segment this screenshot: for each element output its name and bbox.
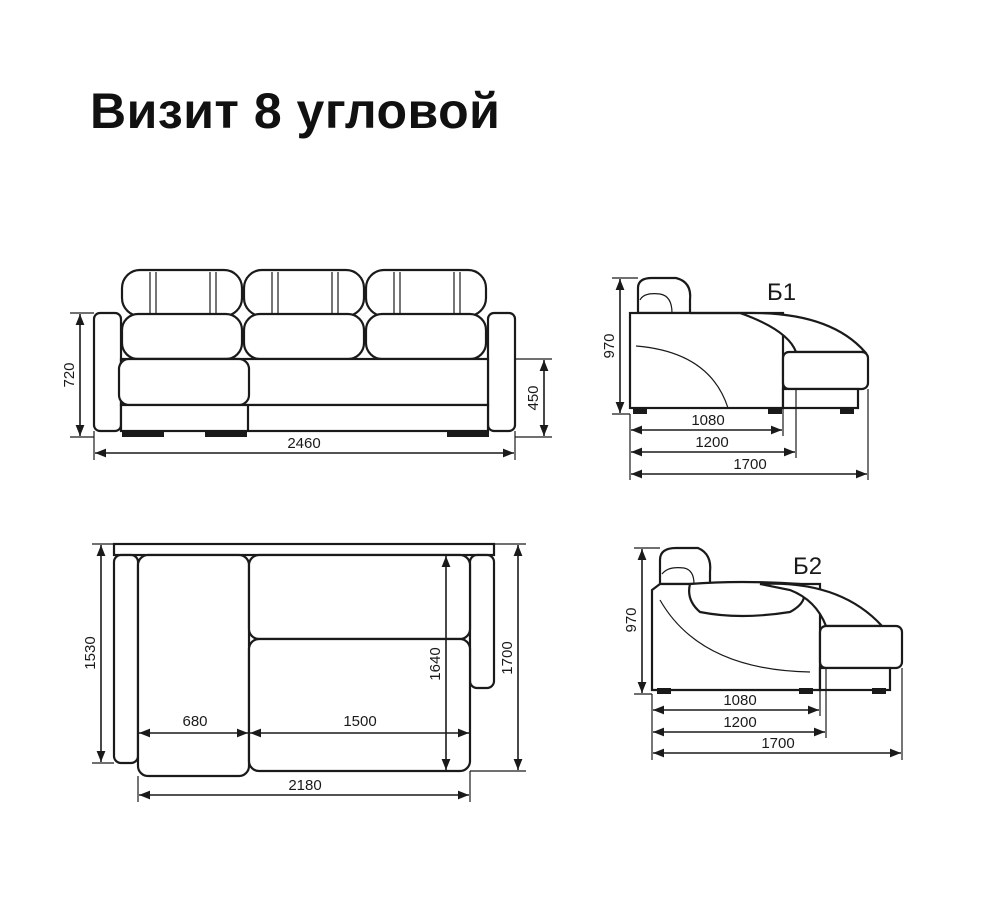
back-cushion-top (364, 268, 488, 318)
back-cushion-top (242, 268, 366, 318)
dim-right-depth: 1700 (499, 641, 516, 674)
seat-cushion-left (117, 357, 251, 407)
back-cushion-top (120, 268, 244, 318)
front-view: 720 450 2460 (61, 268, 552, 460)
side-view-b1: Б1 970 1080 1200 1700 (601, 276, 870, 480)
armrest-right (486, 311, 517, 433)
pullout-base (818, 666, 892, 692)
top-view: 1530 1640 1700 680 1500 2180 (82, 542, 526, 802)
dim-left-depth: 1530 (82, 636, 99, 669)
backrest-top (112, 542, 496, 557)
chaise-top (136, 553, 251, 778)
dim-total: 2180 (288, 777, 321, 794)
foot (447, 430, 489, 437)
seat-top-view (247, 637, 472, 773)
dim-mid-depth: 1640 (427, 647, 444, 680)
pullout-base (781, 387, 860, 410)
armrest-left-top (112, 553, 140, 765)
dim-height: 720 (61, 362, 78, 387)
pullout-seat (818, 624, 904, 670)
side-view-b2: Б2 970 1080 1200 1700 (623, 546, 904, 760)
back-cushion-top-view (247, 553, 472, 641)
back-cushion-lower (120, 312, 244, 361)
label-b2: Б2 (793, 553, 822, 580)
b2-dim-3: 1700 (761, 735, 794, 752)
b1-dim-3: 1700 (733, 456, 766, 473)
b1-dim-2: 1200 (695, 434, 728, 451)
page-title: Визит 8 угловой (90, 83, 501, 139)
armrest-right-top (468, 553, 496, 690)
dim-seg-right: 1500 (343, 713, 376, 730)
label-b1: Б1 (767, 279, 796, 306)
foot (122, 430, 164, 437)
b2-dim-1: 1080 (723, 692, 756, 709)
dim-width: 2460 (287, 435, 320, 452)
seat-tilt (688, 580, 806, 618)
dim-seg-left: 680 (182, 713, 207, 730)
back-cushion-lower (364, 312, 488, 361)
sofa-body-side (628, 311, 785, 410)
seat-base (119, 403, 490, 433)
back-cushion-lower (242, 312, 366, 361)
b2-dim-height: 970 (623, 607, 640, 632)
b1-dim-1: 1080 (691, 412, 724, 429)
dim-seat-height: 450 (525, 385, 542, 410)
b2-dim-2: 1200 (723, 714, 756, 731)
armrest-left (92, 311, 123, 433)
b1-dim-height: 970 (601, 333, 618, 358)
foot (205, 430, 247, 437)
pullout-seat (781, 350, 870, 391)
headrest (658, 546, 712, 586)
